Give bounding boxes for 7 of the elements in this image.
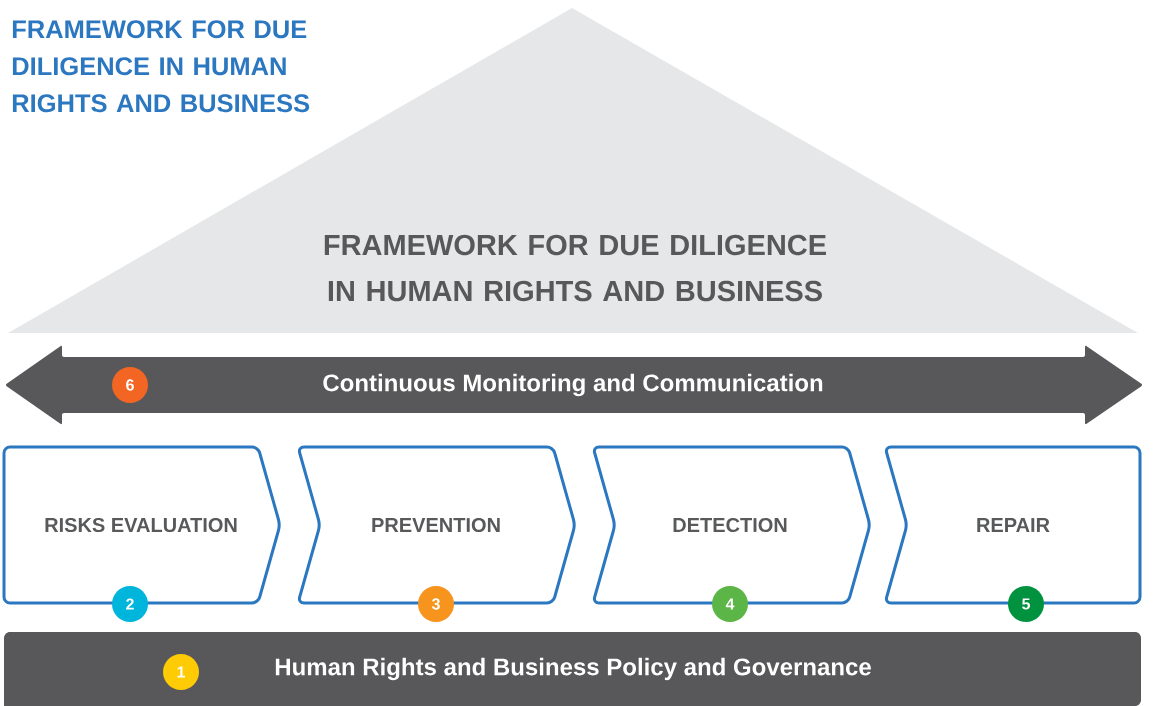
number-badge: 6 xyxy=(112,367,148,403)
number-badge: 2 xyxy=(112,586,148,622)
number-badge: 3 xyxy=(418,586,454,622)
number-badge: 5 xyxy=(1008,586,1044,622)
number-badge: 4 xyxy=(712,586,748,622)
number-badge: 1 xyxy=(163,654,199,690)
title: FRAMEWORK FOR DUE DILIGENCE IN HUMAN RIGHTS AND BUSINESS xyxy=(12,20,310,113)
